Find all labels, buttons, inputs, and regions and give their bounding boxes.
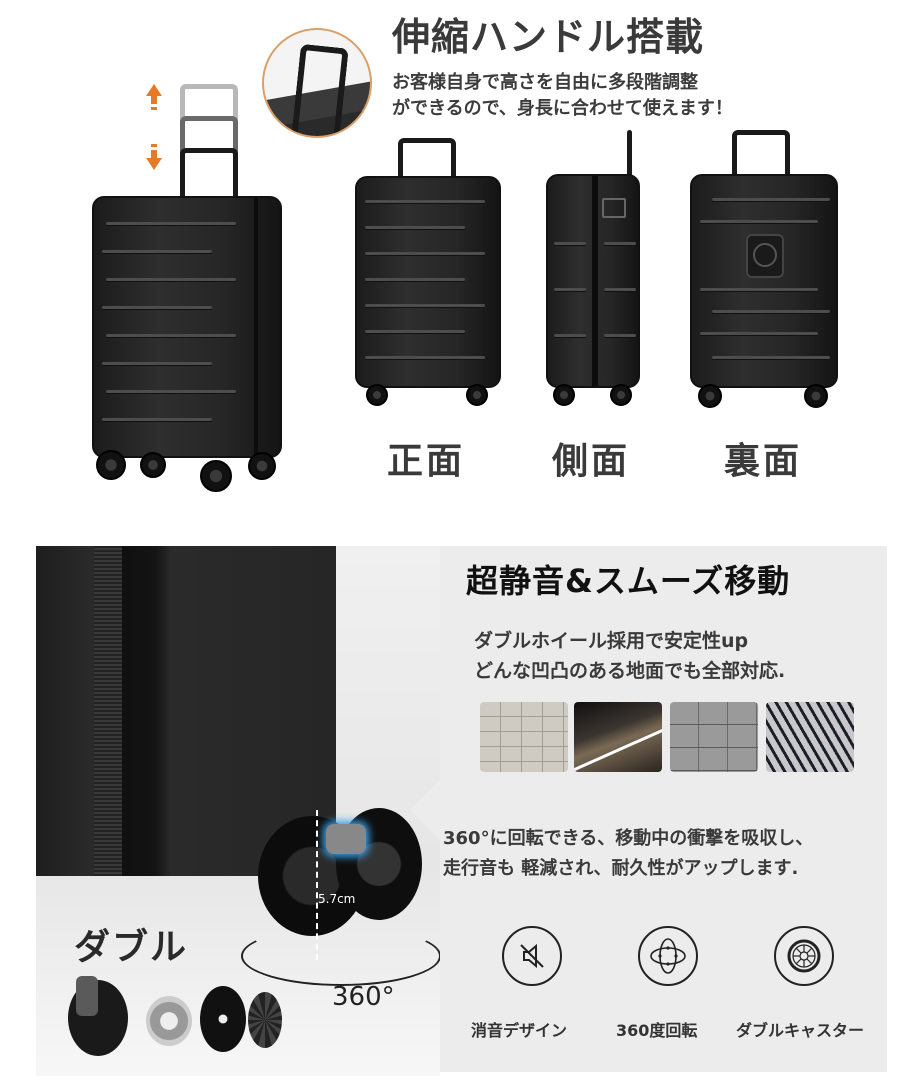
double-wheel-label: ダブル (74, 927, 189, 968)
feature-label-rotate: 360度回転 (616, 1021, 698, 1040)
section-title: 伸縮ハンドル搭載 (392, 15, 705, 59)
wheel-size-label: 5.7cm (318, 892, 356, 906)
mute-icon (502, 926, 562, 986)
surface-tile-floor (480, 702, 568, 772)
surface-concrete-floor (670, 702, 758, 772)
surface-asphalt-road (574, 702, 662, 772)
surface-grooved-floor (766, 702, 854, 772)
feature-description: ダブルホイール採用で安定性up どんな凹凸のある地面でも全部対応. (474, 630, 786, 682)
feature-label-mute: 消音デザイン (471, 1021, 568, 1040)
feature-panel (440, 546, 887, 1072)
panel-pointer (410, 780, 440, 840)
front-view-label: 正面 (387, 441, 466, 482)
rotate-360-icon (638, 926, 698, 986)
handle-closeup-image (262, 28, 372, 138)
wheel-description: 360°に回転できる、移動中の衝撃を吸収し、 走行音も 軽減され、耐久性がアップ… (443, 828, 814, 879)
double-caster-icon (774, 926, 834, 986)
rotation-label: 360° (332, 982, 395, 1012)
wheel-closeup-image (36, 546, 440, 1076)
feature-title: 超静音&スムーズ移動 (466, 562, 791, 600)
back-view-label: 裏面 (724, 441, 803, 482)
side-view-label: 側面 (552, 441, 631, 482)
feature-label-caster: ダブルキャスター (736, 1021, 865, 1040)
lock-badge (326, 824, 366, 854)
section-description: お客様自身で高さを自由に多段階調整 ができるので、身長に合わせて使えます！ (392, 72, 733, 119)
